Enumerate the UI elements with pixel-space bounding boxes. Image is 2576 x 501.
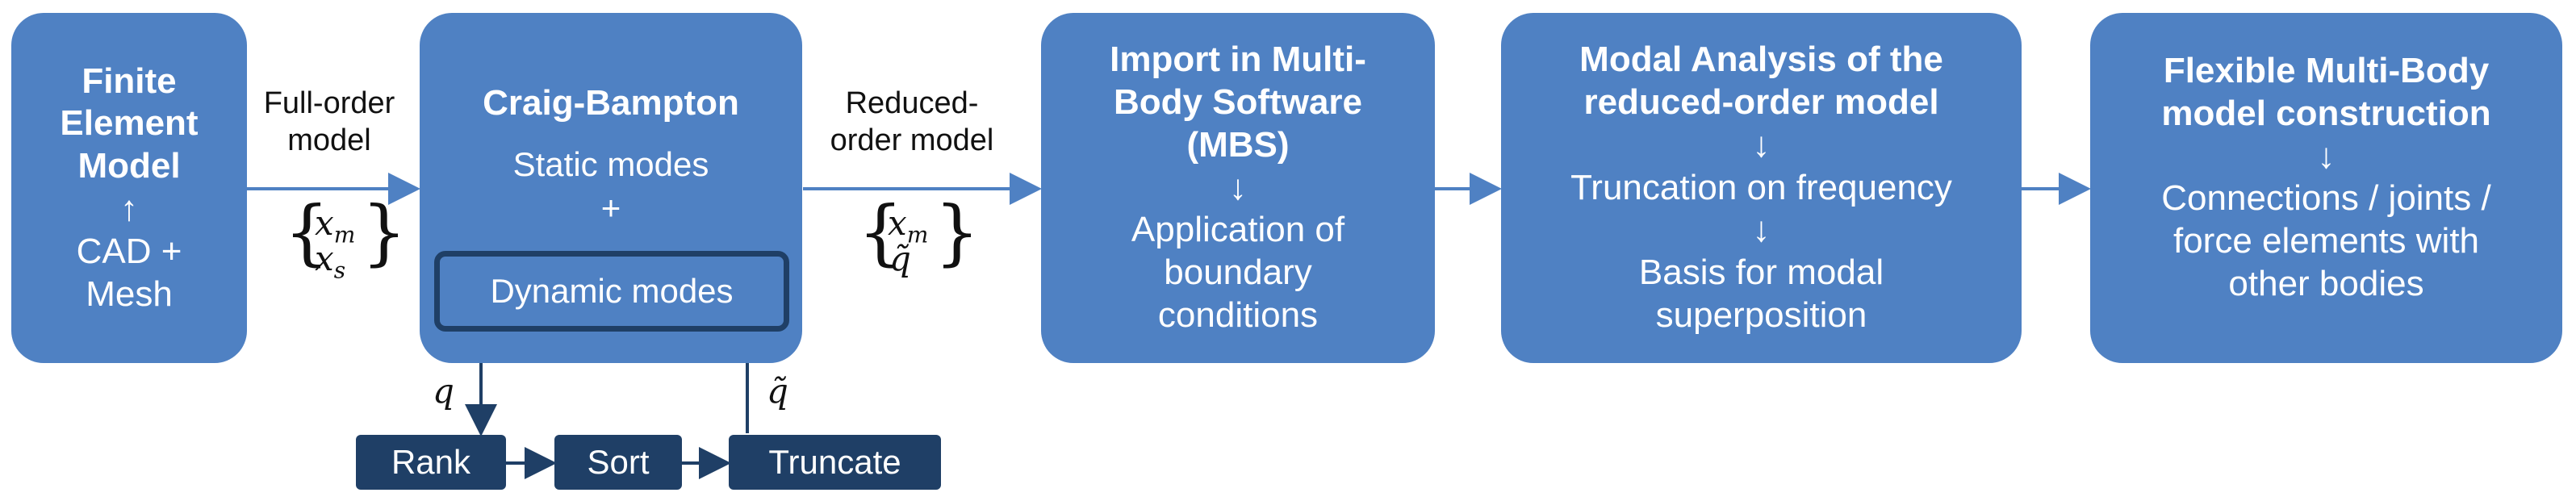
- vec-xm-1: xm: [315, 203, 356, 248]
- mbs-body-3: conditions: [1157, 294, 1319, 335]
- fem-title-3: Model: [77, 146, 181, 186]
- vec-xs-1: xs: [315, 239, 346, 284]
- vec-qtilde-2: q̃: [889, 239, 911, 278]
- cb-title: Craig-Bampton: [483, 83, 739, 123]
- full-order-label: Full-order model: [249, 86, 410, 159]
- flex-arrow: ↓: [2317, 136, 2336, 176]
- modal-mid: Truncation on frequency: [1570, 167, 1952, 207]
- flex-body-1: Connections / joints /: [2161, 178, 2491, 219]
- sort-label: Sort: [587, 443, 650, 481]
- modal-title-1: Modal Analysis of the: [1579, 40, 1943, 80]
- modal-title-2: reduced-order model: [1583, 82, 1939, 122]
- finite-element-model-box: Finite Element Model ↑ CAD + Mesh: [11, 13, 247, 363]
- modal-body-1: Basis for modal: [1638, 253, 1884, 293]
- dynamic-modes-label: Dynamic modes: [490, 272, 734, 310]
- import-mbs-box: Import in Multi- Body Software (MBS) ↓ A…: [1041, 13, 1435, 363]
- brace-left-1: {: [284, 190, 329, 273]
- mbs-title-2: Body Software: [1113, 82, 1363, 122]
- reduced-order-label-1: Reduced-: [845, 86, 979, 120]
- fem-arrow: ↑: [120, 189, 138, 228]
- brace-right-2: }: [935, 190, 980, 273]
- reduced-order-label: Reduced- order model: [807, 86, 1017, 159]
- fem-title-1: Finite: [82, 61, 177, 101]
- reduced-order-label-2: order model: [830, 123, 994, 157]
- rank-box: Rank: [356, 435, 506, 490]
- cb-plus: +: [600, 189, 621, 228]
- modal-body-2: superposition: [1655, 294, 1867, 335]
- modal-arrow-1: ↓: [1752, 124, 1771, 165]
- truncate-box: Truncate: [729, 435, 941, 490]
- full-order-label-1: Full-order: [263, 86, 395, 120]
- qtilde-label: q̃: [767, 371, 788, 411]
- brace-left-2: {: [858, 190, 903, 273]
- mbs-title-3: (MBS): [1186, 124, 1290, 165]
- truncate-label: Truncate: [768, 443, 901, 481]
- modal-arrow-2: ↓: [1752, 210, 1771, 250]
- flex-body-2: force elements with: [2172, 221, 2480, 261]
- fem-body-2: Mesh: [86, 273, 173, 314]
- brace-right-1: }: [362, 190, 407, 273]
- full-order-label-2: model: [287, 123, 371, 157]
- dynamic-modes-box: Dynamic modes: [434, 251, 789, 332]
- flex-title-2: model construction: [2161, 93, 2491, 133]
- fem-title-2: Element: [60, 103, 199, 144]
- mbs-title-1: Import in Multi-: [1110, 40, 1366, 80]
- rank-label: Rank: [391, 443, 471, 481]
- fem-body-1: CAD +: [76, 231, 182, 271]
- modal-analysis-box: Modal Analysis of the reduced-order mode…: [1501, 13, 2022, 363]
- vec-xm-2: xm: [888, 203, 929, 248]
- mbs-arrow: ↓: [1229, 167, 1247, 207]
- q-label: q: [433, 371, 454, 411]
- flexible-mbs-box: Flexible Multi-Body model construction ↓…: [2090, 13, 2562, 363]
- mbs-body-1: Application of: [1131, 210, 1345, 250]
- flex-title-1: Flexible Multi-Body: [2163, 51, 2490, 90]
- sort-box: Sort: [554, 435, 682, 490]
- mbs-body-2: boundary: [1164, 253, 1312, 293]
- cb-static: Static modes: [512, 144, 709, 183]
- flex-body-3: other bodies: [2228, 263, 2424, 303]
